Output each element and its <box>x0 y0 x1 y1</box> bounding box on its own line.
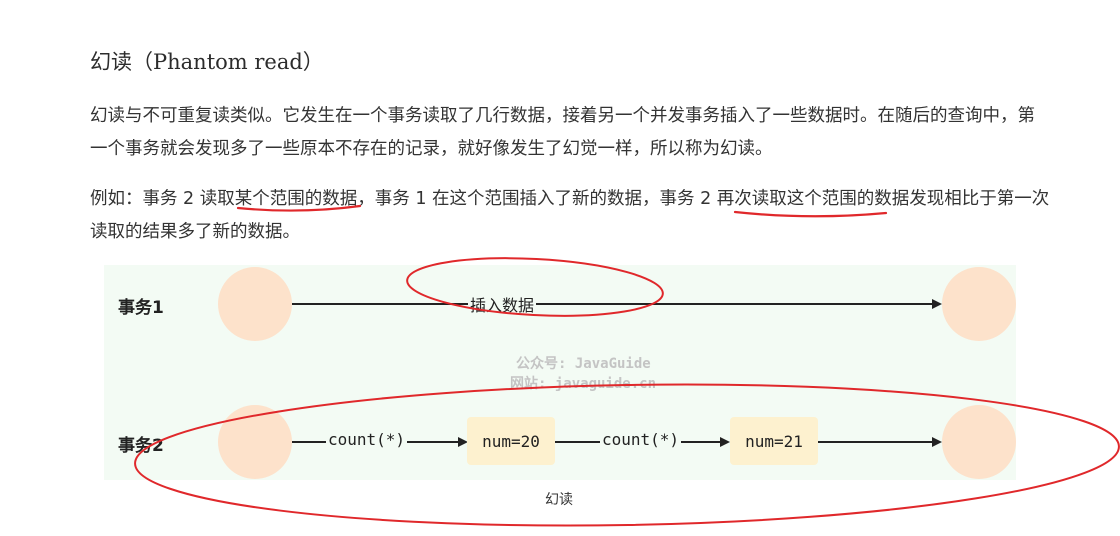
row1-edge-label: 插入数据 <box>468 292 537 316</box>
row2-arrowhead-2 <box>720 437 730 447</box>
section-heading: 幻读（Phantom read） <box>90 50 324 74</box>
example-underlined-range: 取某个范围的 <box>217 189 323 209</box>
example-underlined-reread: 事务 2 再次读取 <box>659 189 787 209</box>
row2-result-box-1: num=20 <box>467 417 555 465</box>
row2-result-box-2: num=21 <box>730 417 818 465</box>
example-middle: 数据，事务 1 在这个范围插入了新的数据， <box>322 189 660 209</box>
row1-start-node <box>218 267 292 341</box>
paragraph-example: 例如：事务 2 读取某个范围的数据，事务 1 在这个范围插入了新的数据，事务 2… <box>90 183 1050 249</box>
diagram-caption: 幻读 <box>545 492 573 508</box>
example-suffix: 这个范围的数据发现相比于第一次读取的结果多了新的数据。 <box>90 189 1050 242</box>
row1-arrowhead <box>932 299 942 309</box>
row2-line-3 <box>818 441 932 443</box>
row2-start-node <box>218 405 292 479</box>
watermark-wechat: 公众号: JavaGuide <box>516 356 651 372</box>
row1-end-node <box>942 267 1016 341</box>
row2-edge-label-2: count(*) <box>600 430 682 449</box>
row2-end-node <box>942 405 1016 479</box>
watermark-site: 网站: javaguide.cn <box>510 376 657 392</box>
paragraph-definition: 幻读与不可重复读类似。它发生在一个事务读取了几行数据，接着另一个并发事务插入了一… <box>90 106 1035 159</box>
phantom-read-diagram: 事务1 插入数据 公众号: JavaGuide 网站: javaguide.cn… <box>104 265 1016 480</box>
row2-edge-label-1: count(*) <box>326 430 408 449</box>
row1-label: 事务1 <box>118 298 164 318</box>
row2-label: 事务2 <box>118 436 164 456</box>
example-prefix: 例如：事务 2 读 <box>90 189 218 209</box>
row1-line <box>292 303 932 305</box>
row2-arrowhead-3 <box>932 437 942 447</box>
